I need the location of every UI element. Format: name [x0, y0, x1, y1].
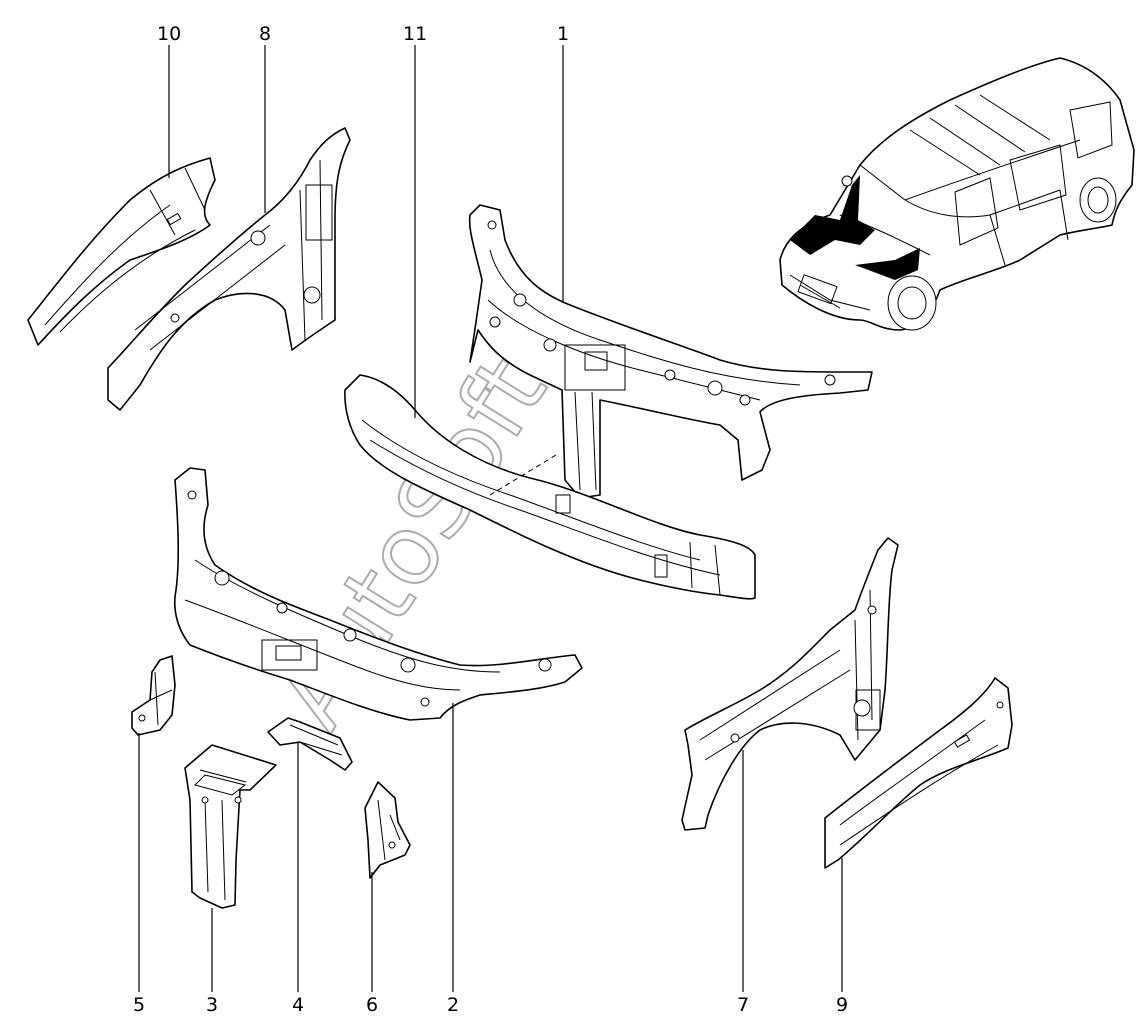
leader-lines	[138, 45, 843, 992]
callout-9: 9	[836, 994, 848, 1016]
callout-6: 6	[366, 994, 378, 1016]
part-7-side-panel-right[interactable]	[681, 537, 899, 831]
part-11-bumper-beam[interactable]	[344, 374, 756, 600]
part-1-upper-front-panel[interactable]	[468, 204, 873, 499]
part-4-clip-bracket[interactable]	[267, 717, 353, 771]
part-10-wheel-arch-left[interactable]	[27, 157, 216, 346]
part-8-side-panel-left[interactable]	[107, 127, 351, 411]
part-9-wheel-arch-right[interactable]	[824, 677, 1013, 869]
callout-2: 2	[447, 994, 459, 1016]
callout-11: 11	[403, 23, 427, 45]
part-6-bracket[interactable]	[364, 781, 411, 879]
callout-1: 1	[557, 23, 569, 45]
callout-8: 8	[259, 23, 271, 45]
callout-4: 4	[292, 994, 304, 1016]
part-5-bracket[interactable]	[131, 655, 176, 736]
callout-5: 5	[133, 994, 145, 1016]
callout-7: 7	[737, 994, 749, 1016]
callout-3: 3	[206, 994, 218, 1016]
car-illustration	[779, 57, 1135, 331]
assembly-guide-line	[489, 454, 557, 496]
callout-10: 10	[157, 23, 181, 45]
part-3-vertical-support[interactable]	[0, 744, 277, 909]
part-2-lower-front-panel[interactable]	[174, 467, 583, 721]
